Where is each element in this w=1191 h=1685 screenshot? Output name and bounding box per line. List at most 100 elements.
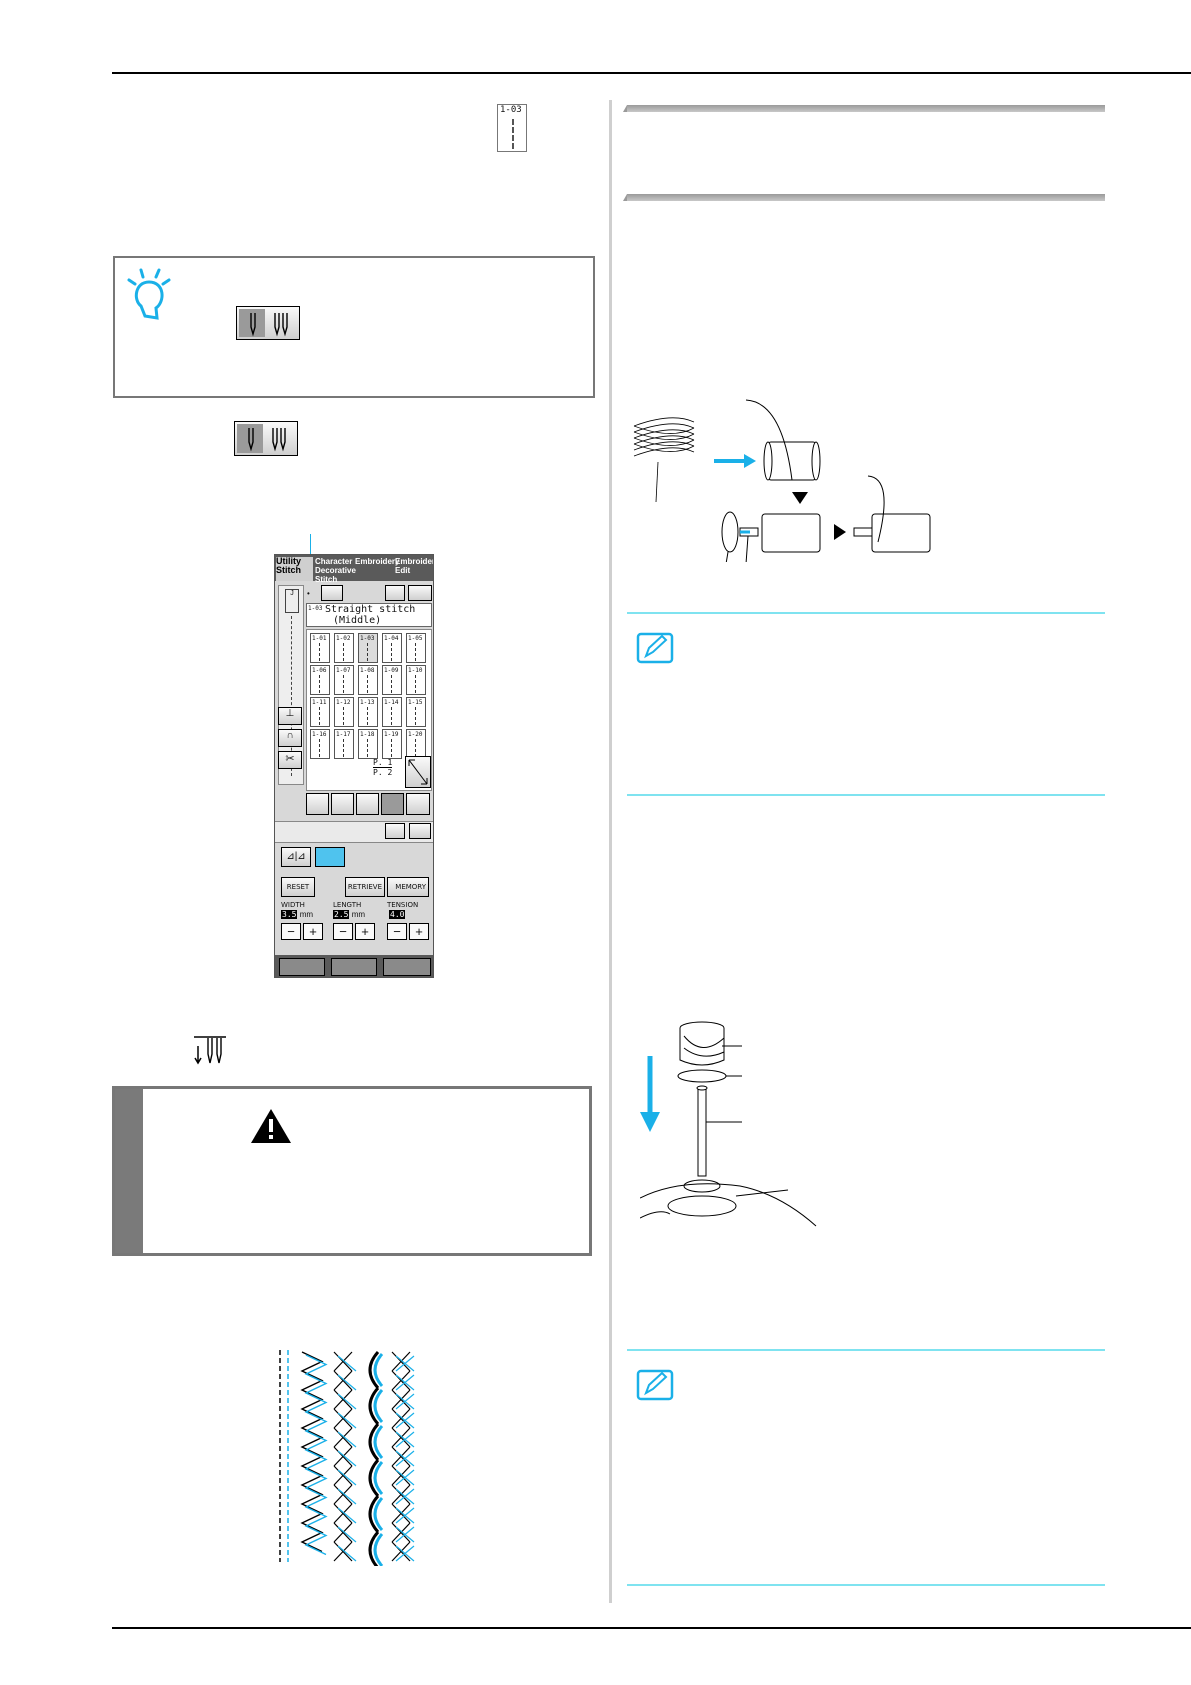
section-header-bar xyxy=(623,105,1105,112)
settings-button[interactable] xyxy=(279,958,325,976)
sewing-guide-button[interactable] xyxy=(385,585,405,601)
page-turn-button[interactable] xyxy=(405,756,431,788)
category-button-2[interactable] xyxy=(331,793,354,815)
help-button[interactable] xyxy=(331,958,377,976)
stitch-key-1-05[interactable]: 1-05 xyxy=(406,633,426,663)
stitch-key-1-15[interactable]: 1-15 xyxy=(406,697,426,727)
page-turn-icon xyxy=(408,759,428,785)
tension-label: TENSION xyxy=(387,901,419,909)
stitch-key-1-04[interactable]: 1-04 xyxy=(382,633,402,663)
tab-character-decorative[interactable]: Character Decorative Stitch xyxy=(315,557,356,584)
width-minus-button[interactable]: − xyxy=(281,923,301,940)
page-indicator-current: P. 1 xyxy=(373,758,393,768)
stitch-key-1-17[interactable]: 1-17 xyxy=(334,729,354,759)
thread-cutter-button[interactable]: ✂ xyxy=(278,751,302,769)
pattern-explanation-button[interactable] xyxy=(408,585,432,601)
stitch-key-1-03[interactable]: 1-03 xyxy=(358,633,378,663)
selected-stitch-code: 1-03 xyxy=(308,605,323,612)
width-value: 3.5 xyxy=(281,910,298,919)
footer-rule xyxy=(112,1627,1191,1629)
presser-foot-lift-button[interactable]: ⊥ xyxy=(278,707,302,725)
needle-position-indicator: • xyxy=(307,589,310,598)
selected-stitch-name: Straight stitch xyxy=(325,604,416,615)
stitch-key-code: 1-11 xyxy=(312,699,327,706)
spool-net-illustration xyxy=(633,399,931,562)
tension-value-row: 4.0 xyxy=(389,910,406,919)
tab-utility-stitch[interactable]: Utility Stitch xyxy=(276,557,313,581)
tension-plus-button[interactable]: + xyxy=(409,923,429,940)
mirror-button[interactable]: ⊿|⊿ xyxy=(281,847,311,867)
needle-mode-icon xyxy=(239,309,288,337)
category-button-5[interactable] xyxy=(406,793,430,815)
stitch-key-1-13[interactable]: 1-13 xyxy=(358,697,378,727)
manual-button[interactable] xyxy=(409,823,431,839)
tension-minus-button[interactable]: − xyxy=(387,923,407,940)
double-needle-button[interactable] xyxy=(234,421,298,456)
stitch-key-1-02[interactable]: 1-02 xyxy=(334,633,354,663)
stitch-key-code: 1-05 xyxy=(408,635,423,642)
double-needle-button xyxy=(236,306,300,340)
width-plus-button[interactable]: + xyxy=(303,923,323,940)
column-divider xyxy=(609,100,612,1603)
category-button-1[interactable] xyxy=(306,793,329,815)
reverse-stitch-button[interactable]: ∩ xyxy=(278,729,302,747)
stitch-key-code: 1-07 xyxy=(336,667,351,674)
retrieve-button[interactable]: RETRIEVE xyxy=(345,877,385,897)
stitch-icon-code: 1-03 xyxy=(500,105,522,115)
tab-embroidery[interactable]: Embroidery xyxy=(355,557,400,566)
length-plus-button[interactable]: + xyxy=(355,923,375,940)
twin-needle-stitch-samples xyxy=(279,1350,415,1566)
width-label: WIDTH xyxy=(281,901,305,909)
stitch-key-code: 1-01 xyxy=(312,635,327,642)
info-button[interactable] xyxy=(385,823,405,839)
spool-pin-illustration xyxy=(640,1021,817,1227)
tab-embroidery-edit[interactable]: Embroidery Edit xyxy=(395,557,433,575)
stitch-key-1-11[interactable]: 1-11 xyxy=(310,697,330,727)
stitch-key-1-08[interactable]: 1-08 xyxy=(358,665,378,695)
page-indicator-total: P. 2 xyxy=(373,768,393,777)
stitch-key-code: 1-02 xyxy=(336,635,351,642)
memo-bottom-rule xyxy=(627,794,1105,796)
stitch-key-1-09[interactable]: 1-09 xyxy=(382,665,402,695)
stitch-key-code: 1-12 xyxy=(336,699,351,706)
memo-top-rule xyxy=(627,1349,1105,1351)
lightbulb-icon xyxy=(127,268,171,320)
header-rule xyxy=(112,72,1191,74)
length-minus-button[interactable]: − xyxy=(333,923,353,940)
stitch-key-1-16[interactable]: 1-16 xyxy=(310,729,330,759)
stitch-icon-1-03: 1-03 xyxy=(497,104,527,152)
reset-button[interactable]: RESET xyxy=(281,877,315,897)
stitch-length-button[interactable] xyxy=(321,585,343,601)
category-button-4[interactable] xyxy=(381,793,404,815)
memo-pencil-icon xyxy=(636,1369,674,1401)
tension-value: 4.0 xyxy=(389,910,406,919)
note-box xyxy=(113,256,595,398)
width-unit: mm xyxy=(299,910,314,919)
stitch-key-1-12[interactable]: 1-12 xyxy=(334,697,354,727)
width-value-row: 3.5 mm xyxy=(281,910,313,919)
stitch-key-1-19[interactable]: 1-19 xyxy=(382,729,402,759)
memo-bottom-rule xyxy=(627,1584,1105,1586)
stitch-key-code: 1-13 xyxy=(360,699,375,706)
stitch-key-code: 1-20 xyxy=(408,731,423,738)
stitch-key-1-06[interactable]: 1-06 xyxy=(310,665,330,695)
stitch-key-code: 1-10 xyxy=(408,667,423,674)
stitch-key-1-10[interactable]: 1-10 xyxy=(406,665,426,695)
memory-button[interactable]: MEMORY xyxy=(387,877,429,897)
stitch-key-1-01[interactable]: 1-01 xyxy=(310,633,330,663)
length-unit: mm xyxy=(351,910,366,919)
stitch-key-code: 1-18 xyxy=(360,731,375,738)
stitch-key-1-20[interactable]: 1-20 xyxy=(406,729,426,759)
needle-mode-icon xyxy=(237,424,286,453)
stitch-key-1-14[interactable]: 1-14 xyxy=(382,697,402,727)
stitch-key-1-07[interactable]: 1-07 xyxy=(334,665,354,695)
bobbin-wind-button[interactable] xyxy=(383,958,431,976)
stitch-key-code: 1-19 xyxy=(384,731,399,738)
memo-top-rule xyxy=(627,612,1105,614)
stitch-key-1-18[interactable]: 1-18 xyxy=(358,729,378,759)
needle-mode-selected[interactable] xyxy=(315,847,345,867)
stitch-key-code: 1-14 xyxy=(384,699,399,706)
stitch-key-code: 1-08 xyxy=(360,667,375,674)
category-button-3[interactable] xyxy=(356,793,379,815)
